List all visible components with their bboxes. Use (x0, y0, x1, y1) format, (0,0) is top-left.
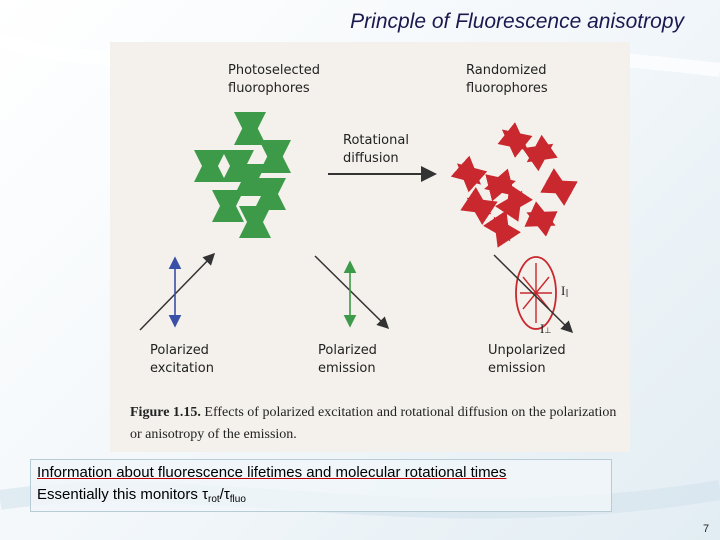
figure-diagram (139, 112, 578, 334)
label-polarized-excitation: Polarized excitation (150, 343, 214, 376)
polarized-excitation-diagram (139, 252, 216, 331)
info-line-monitors: Essentially this monitors τrot/τfluo (37, 486, 246, 505)
label-unpolarized-emission: Unpolarized emission (488, 343, 566, 376)
page-number: 7 (703, 523, 710, 535)
info-box: Information about fluorescence lifetimes… (30, 459, 612, 512)
slide-title: Princple of Fluorescence anisotropy (350, 10, 684, 33)
figure-caption: Figure 1.15. Effects of polarized excita… (130, 405, 617, 442)
label-rotational-diffusion: Rotational diffusion (343, 133, 409, 166)
info-line-lifetimes: Information about fluorescence lifetimes… (37, 464, 507, 481)
label-randomized: Randomized fluorophores (466, 63, 548, 96)
photoselected-fluorophores (194, 112, 291, 238)
label-i-parallel: I|| (561, 283, 569, 298)
polarized-emission-diagram (314, 255, 390, 330)
label-polarized-emission: Polarized emission (318, 343, 377, 376)
figure-panel: Photoselected fluorophores Randomized fl… (110, 42, 630, 452)
label-photoselected: Photoselected fluorophores (228, 63, 320, 96)
unpolarized-emission-diagram (493, 254, 574, 334)
randomized-fluorophores (450, 122, 578, 248)
label-i-perpendicular: I⊥ (540, 321, 552, 336)
